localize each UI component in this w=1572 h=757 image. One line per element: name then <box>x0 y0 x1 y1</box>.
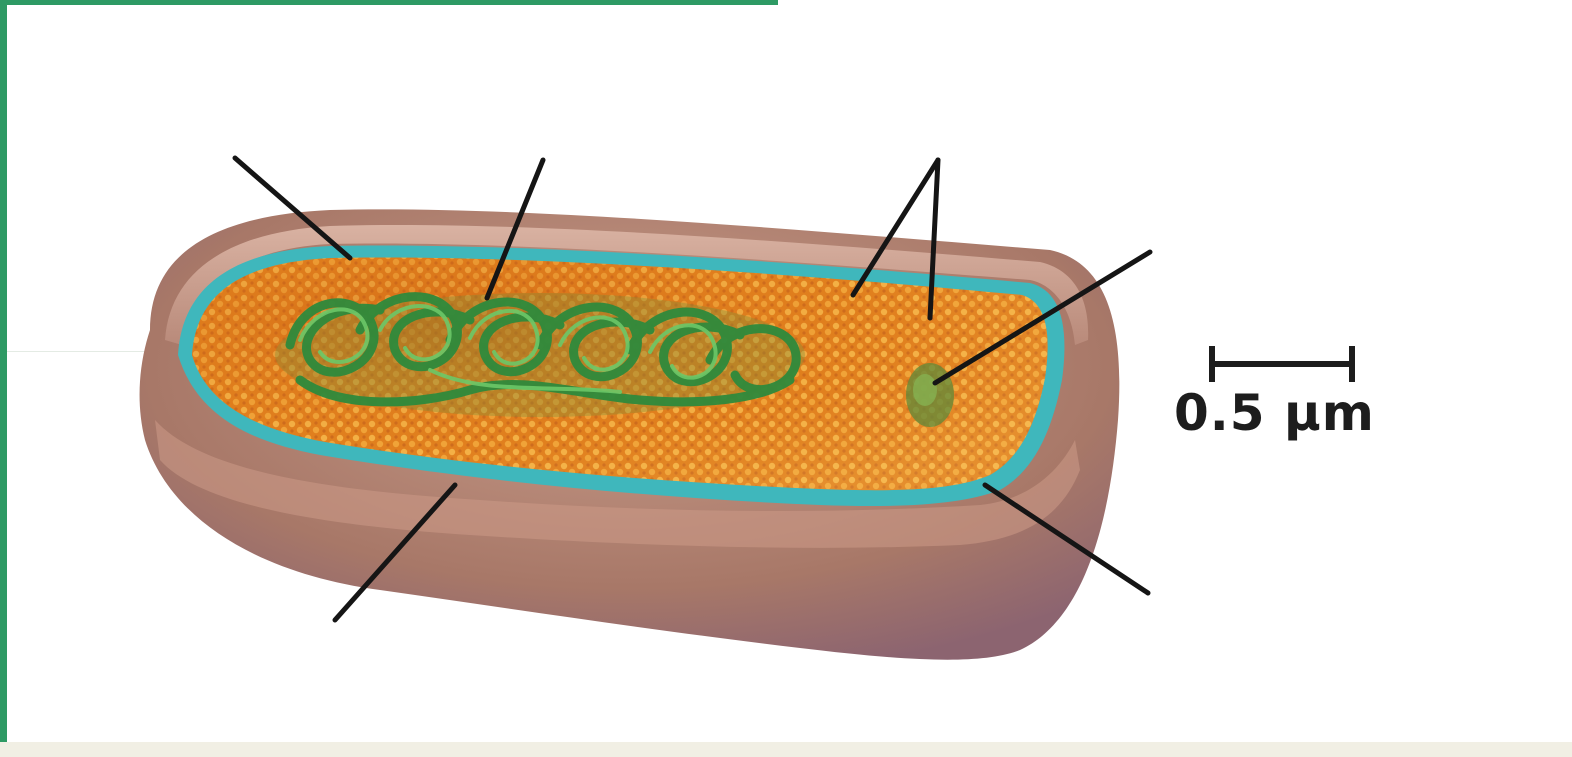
scale-bar <box>1212 346 1352 382</box>
bottom-band <box>0 742 1572 757</box>
inclusion-granule <box>906 363 954 427</box>
scale-bar-label: 0.5 µm <box>1174 384 1375 442</box>
nucleoid <box>275 293 805 417</box>
